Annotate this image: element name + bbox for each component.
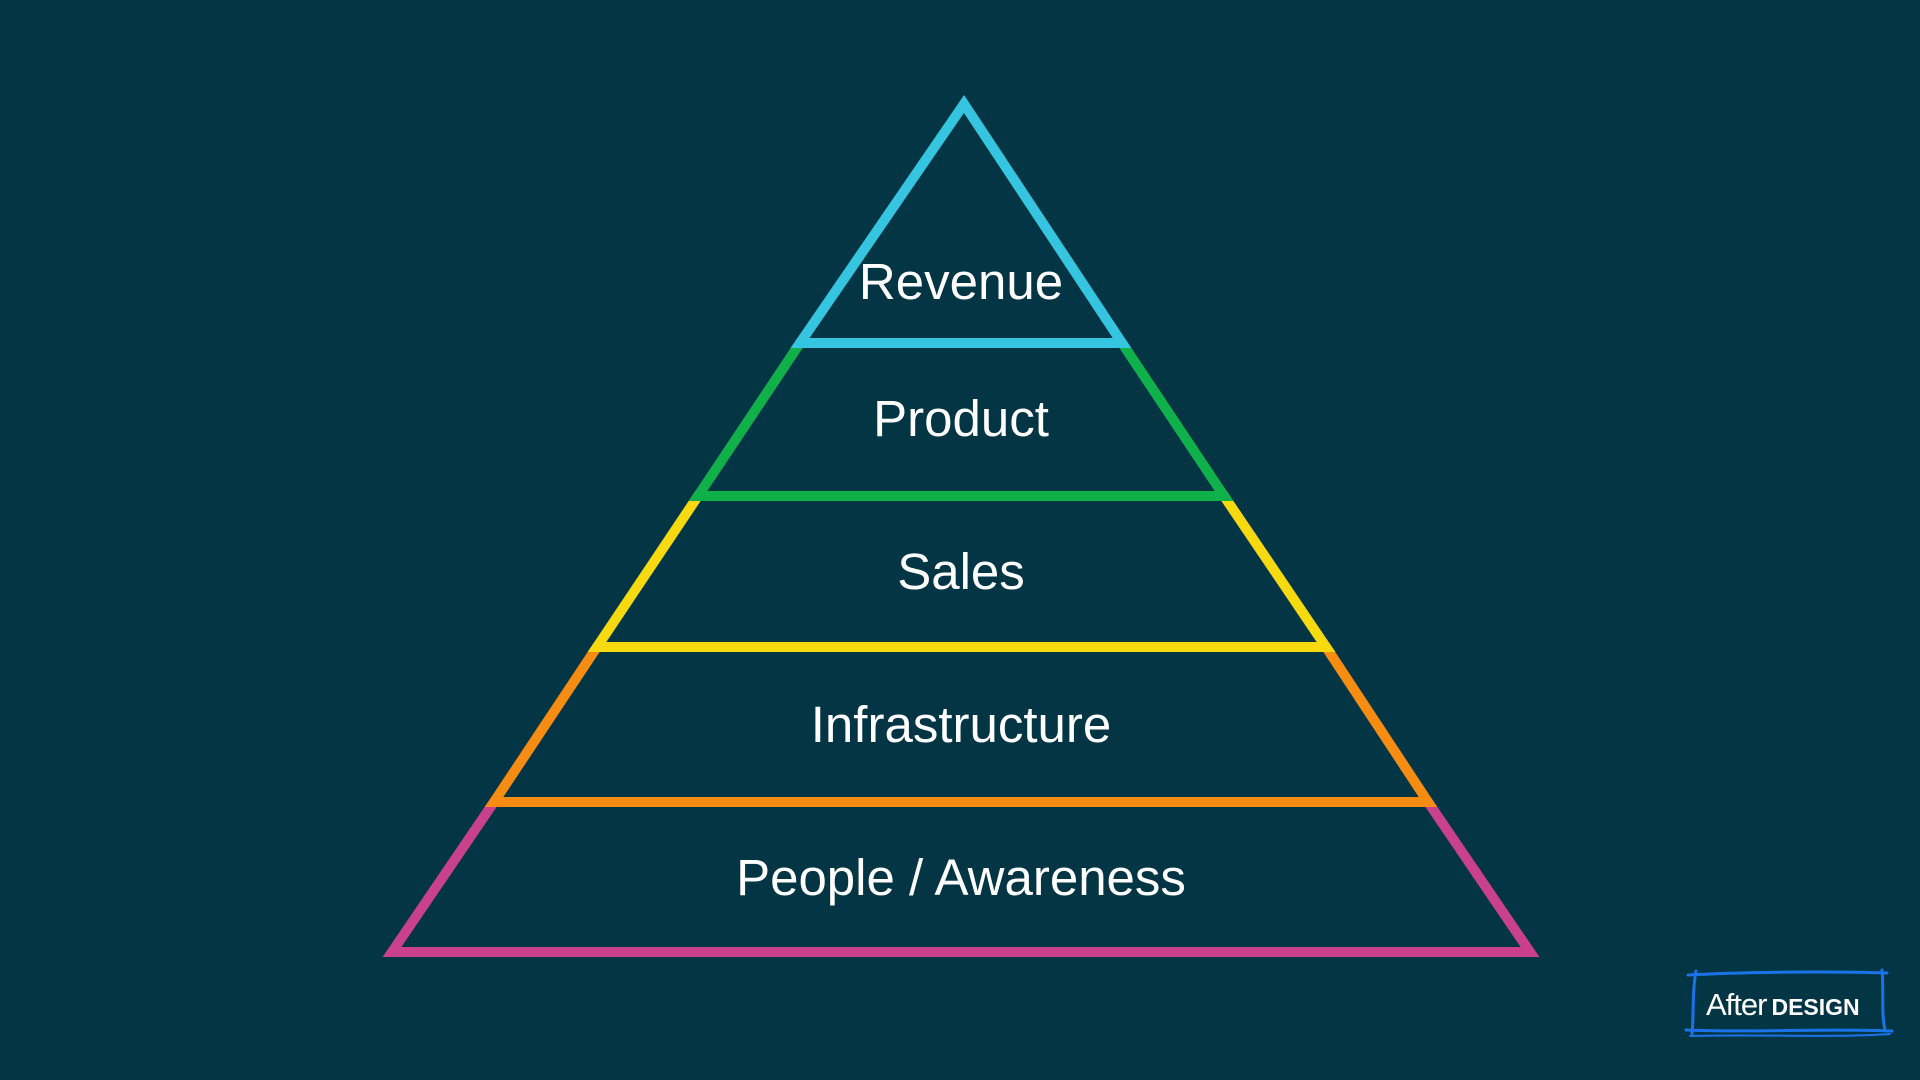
tier-label-sales: Sales (897, 543, 1025, 600)
tier-label-people-awareness: People / Awareness (736, 849, 1186, 906)
tier-label-product: Product (873, 390, 1049, 447)
tier-label-revenue: Revenue (859, 253, 1063, 310)
logo-frame-icon (1684, 968, 1894, 1037)
tier-revenue-outline (790, 95, 1132, 348)
logo-word-after: After (1706, 987, 1767, 1022)
logo-word-design: DESIGN (1771, 994, 1860, 1020)
tier-label-infrastructure: Infrastructure (811, 696, 1111, 753)
